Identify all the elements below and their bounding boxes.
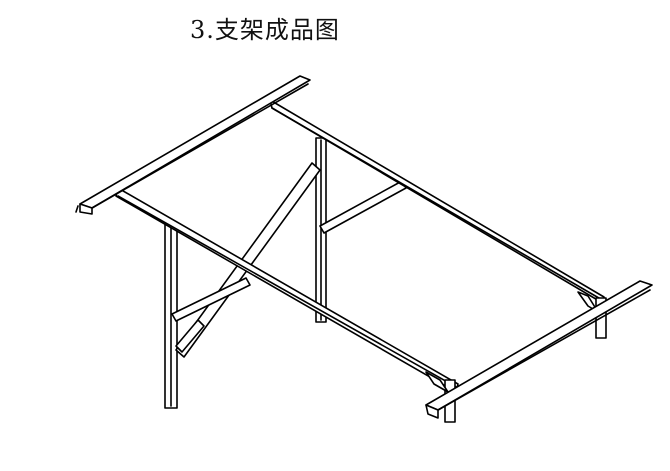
left-horizontal-brace bbox=[171, 277, 251, 322]
diagonal-brace bbox=[175, 162, 321, 358]
right-cross-beam bbox=[425, 280, 653, 419]
back-right-cross-brace bbox=[319, 180, 407, 234]
figure-title: 3.支架成品图 bbox=[190, 16, 340, 44]
back-right-leg bbox=[315, 137, 327, 323]
left-cross-beam bbox=[75, 75, 311, 215]
left-leg-short-brace bbox=[175, 319, 205, 353]
